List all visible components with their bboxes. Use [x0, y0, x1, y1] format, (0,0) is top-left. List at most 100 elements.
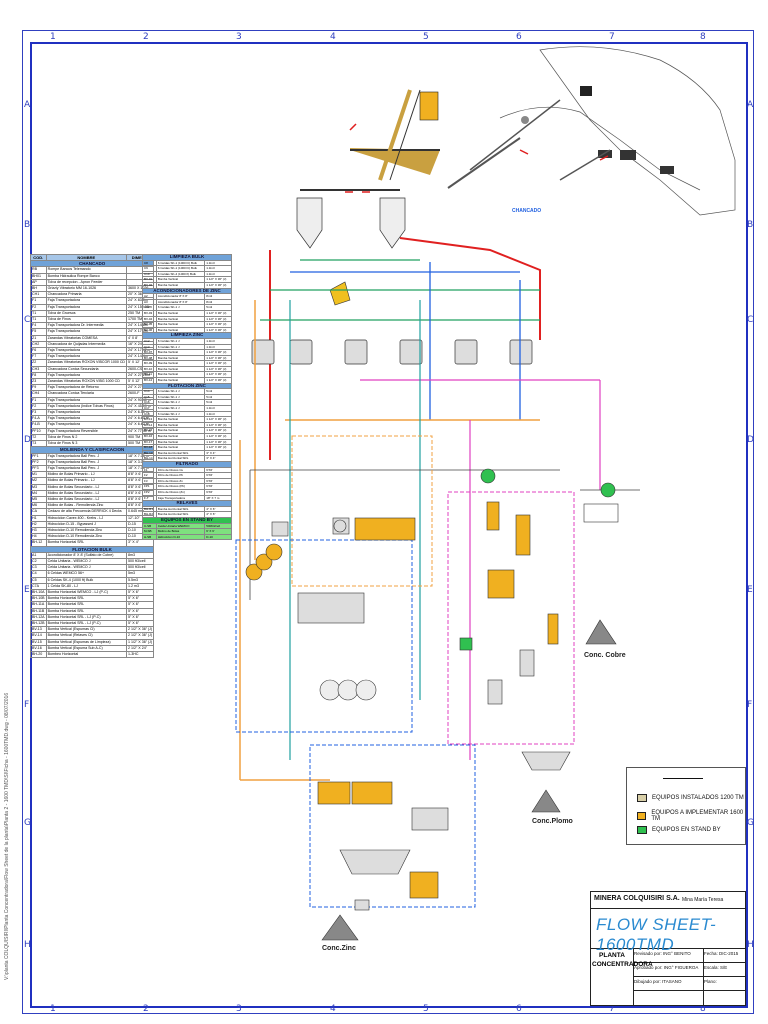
equipment-dimension: 1.3m3 [204, 405, 232, 412]
zinc-concentrate-label: Conc.Zinc [322, 945, 356, 952]
equipment-name: Bombeo Horizontal [45, 650, 128, 659]
equipment-name: Zarandas Vibratorias COMESA [45, 334, 128, 342]
zinc-rougher-c14 [317, 781, 351, 805]
grid-number-7-bottom: 7 [609, 1004, 615, 1014]
equipment-name: Tolva de Finos N 2 [45, 433, 128, 442]
fine-ore-bin-2 [296, 197, 323, 249]
equipment-dimension: 1 1/2" X 36" (J) [204, 354, 232, 362]
ball-mill-m2 [289, 339, 313, 365]
equipment-name: Cedazo de alta Frecuencia DERRICK 4 Deck… [45, 508, 128, 516]
equipment-dimension: 1 1/2" X 36" (J) [204, 349, 232, 356]
equipment-dimension: D-10 [204, 533, 232, 541]
plant-name: PLANTA CONCENTRADORA [592, 952, 653, 968]
equipment-dimension: 18" X 7 m [204, 494, 232, 502]
ball-mill-m5 [454, 339, 478, 365]
standby-pump [600, 482, 616, 498]
thickener-small-2 [337, 679, 359, 701]
hydrocyclone [329, 281, 351, 306]
grid-letter-b: B [24, 220, 31, 230]
equipment-dimension: 6'X6' [204, 483, 232, 490]
jaw-crusher-icon [521, 116, 529, 124]
scale: Escala: S/E [704, 965, 727, 970]
equipment-name: Bomba Vertical (Espumas Cl) [45, 626, 128, 634]
tailings-dam [583, 503, 619, 523]
screen-ca [271, 521, 289, 537]
equipment-name: Chancadora Conica Secundaria [45, 365, 128, 373]
ball-mill-m3 [344, 339, 368, 365]
equipment-dimension: 1 1/2" X 36" (J) [204, 371, 232, 379]
equipment-name: Bomba Vertical [155, 282, 206, 289]
equipment-name: 6 Celdas SK-1 (1000 Ft) Bulk [155, 265, 206, 272]
equipment-dimension: 2 1/2" X 36" (J) [126, 632, 155, 640]
regrind-mills [245, 543, 283, 581]
grid-letter-e-right: E [747, 585, 753, 595]
mill-cluster-2 [255, 553, 273, 571]
cleaner-cells-c9 [515, 514, 531, 556]
equipment-dimension: 500 ft3/cell [126, 557, 155, 566]
equipment-dimension: 8m3 [204, 298, 232, 306]
grid-letter-h-right: H [747, 940, 754, 950]
equipment-name: Bomba Horizontal SRL [155, 449, 206, 457]
equipment-dimension: 6'X6' [204, 466, 232, 474]
lead-concentrate-pile [531, 789, 561, 813]
truck-icon [598, 150, 612, 158]
equipment-name: Filtro de Discos Zn [155, 477, 206, 485]
equipment-dimension: 1.3m3 [204, 259, 232, 267]
approved-value: ING° FIGUEROA [663, 965, 699, 970]
pipe-green [260, 259, 540, 321]
equipment-name: 6 Celdas SK-1 J [155, 337, 206, 345]
equipment-name: Tolva de Finos N 3 [45, 440, 128, 448]
grid-number-7: 7 [609, 32, 615, 42]
equipment-name: Faja Transportadora [45, 353, 128, 361]
equipment-name: Bomba Vertical [155, 309, 206, 317]
conveyor-f7 [389, 89, 421, 181]
equipment-name: Bomba Vertical [155, 365, 206, 373]
pipe-blue [290, 262, 521, 420]
mountain-outline [539, 46, 736, 216]
equipment-name: Tolva de recepcion - Apron Feeder [45, 278, 128, 287]
copper-concentrate-label: Conc. Cobre [584, 652, 626, 659]
equipment-dimension: 1.3m3 [204, 270, 232, 278]
thickener-small-3 [355, 679, 377, 701]
conditioner-tank [333, 519, 347, 533]
equipment-dimension: 4" X 6" [204, 505, 232, 513]
grid-number-6-bottom: 6 [516, 1004, 522, 1014]
grid-letter-a: A [24, 100, 31, 110]
equipment-name: 6 Celdas SK-1 J [155, 410, 206, 418]
equipment-dimension: 1 1/2" X 36" (J) [204, 321, 232, 328]
equipment-name: Bomba Horizontal SRL [155, 505, 206, 513]
cleaner-cells-c11 [519, 649, 535, 677]
equipment-name: Hidrociclon D-15 - Bypassed J [45, 520, 128, 528]
reviewed-label: Revisado por: [634, 951, 662, 956]
grid-number-3: 3 [236, 32, 242, 42]
equipment-dimension: 1 1/2" X 36" (J) [204, 276, 232, 283]
grid-number-8-bottom: 8 [700, 1004, 706, 1014]
grid-letter-f: F [24, 700, 30, 710]
zinc-cleaner-c17 [409, 871, 439, 899]
legend: EQUIPOS INSTALADOS 1200 TM EQUIPOS A IMP… [626, 767, 746, 845]
section-title: ACONDICIONADORES DE ZINC [142, 287, 232, 295]
cleaner-cells-c10 [487, 569, 515, 599]
conveyor-f3 [559, 149, 611, 181]
grid-letter-f-right: F [747, 700, 753, 710]
